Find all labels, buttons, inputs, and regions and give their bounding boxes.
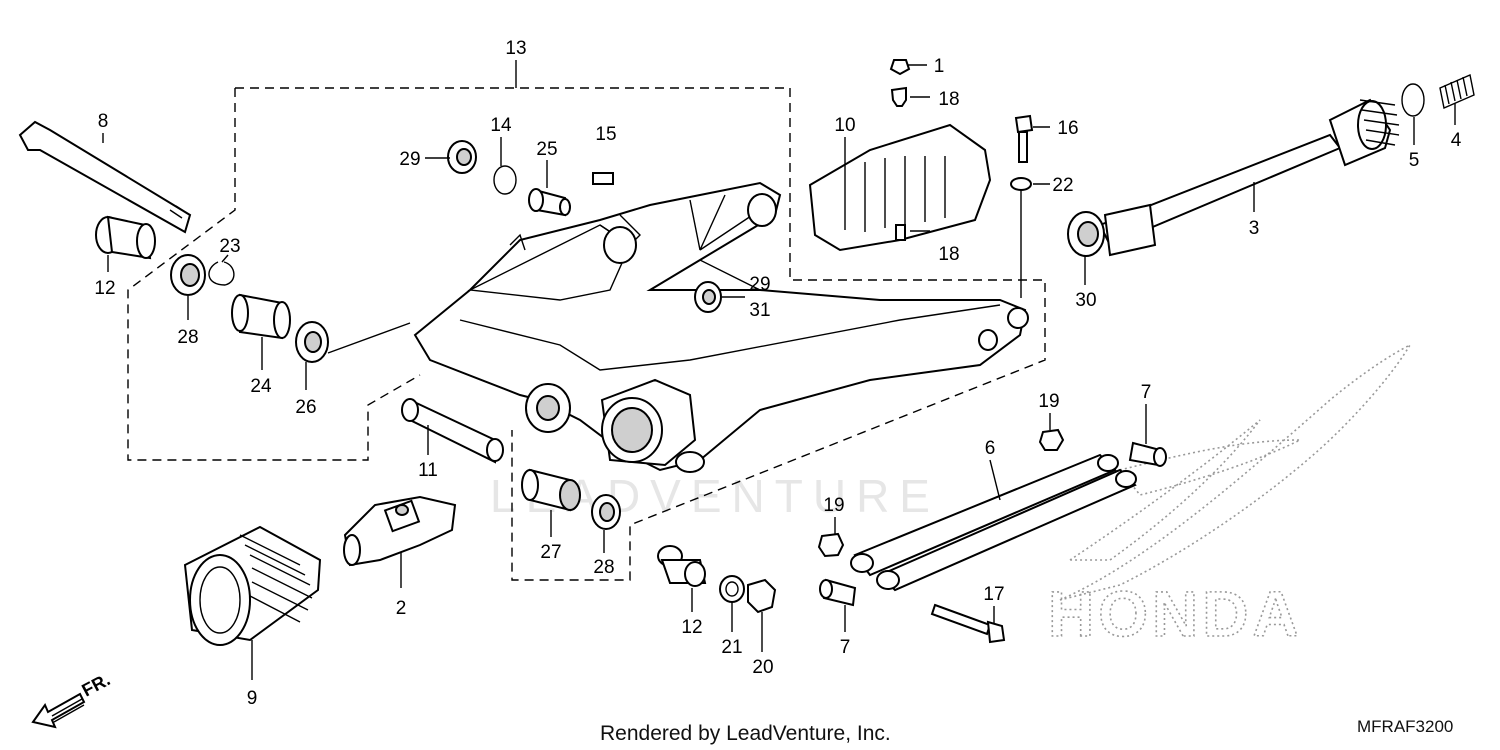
callout-6: 6 (985, 438, 996, 459)
collar-right (657, 545, 707, 587)
callout-30: 30 (1075, 290, 1096, 311)
callout-7-upper: 7 (1141, 382, 1152, 403)
honda-logo-text: HONDA (1048, 578, 1303, 650)
swingarm-guard (808, 123, 992, 252)
washer-22 (1010, 177, 1032, 191)
nut-20 (747, 578, 777, 614)
needle-bearing (231, 293, 291, 340)
callout-16: 16 (1057, 118, 1078, 139)
callout-8: 8 (98, 111, 109, 132)
oil-seal-top (447, 140, 477, 174)
diagram-code: MFRAF3200 (1357, 717, 1453, 736)
bolt-upper (890, 86, 907, 107)
circlip-shaft (1401, 83, 1425, 117)
callout-13: 13 (505, 38, 526, 59)
callout-9: 9 (247, 688, 258, 709)
callout-15: 15 (595, 124, 616, 145)
callout-28-right: 28 (593, 557, 614, 578)
key (592, 172, 614, 185)
nut-small (889, 59, 911, 76)
dust-seal-right (591, 494, 621, 530)
callout-24: 24 (250, 376, 272, 397)
callout-4: 4 (1451, 130, 1462, 151)
callout-19-lower: 19 (823, 495, 844, 516)
universal-joint (343, 495, 457, 567)
circlip (208, 261, 235, 286)
callout-18-top: 18 (938, 89, 959, 110)
callout-14: 14 (490, 115, 512, 136)
callout-11: 11 (418, 460, 438, 481)
leader-lines (102, 64, 1456, 680)
callout-17: 17 (983, 584, 1004, 605)
callout-23: 23 (219, 236, 240, 257)
callout-2: 2 (396, 598, 407, 619)
drive-shaft (1098, 98, 1400, 257)
footer-credit: Rendered by LeadVenture, Inc. (600, 722, 891, 745)
callout-27: 27 (540, 542, 561, 563)
torque-link (850, 453, 1137, 592)
callout-12: 12 (94, 278, 115, 299)
callout-26: 26 (295, 397, 316, 418)
callout-22: 22 (1052, 175, 1073, 196)
bushing-upper (1128, 441, 1167, 467)
pivot-collar (401, 398, 504, 464)
honda-wing-logo (1059, 343, 1413, 601)
swingarm-assembly-outline (127, 60, 1046, 581)
pivot-bolt (18, 120, 192, 234)
oil-seal-shaft (1067, 211, 1105, 257)
ball-bearing-left (295, 321, 329, 363)
callout-20: 20 (752, 657, 773, 678)
oil-seal-mid (694, 281, 722, 313)
front-direction-arrow (31, 692, 86, 729)
spring (1439, 74, 1475, 109)
callout-5: 5 (1409, 150, 1420, 171)
rubber-boot (183, 525, 322, 646)
callout-7-lower: 7 (840, 637, 851, 658)
callout-28: 28 (177, 327, 198, 348)
callout-31: 31 (749, 300, 770, 321)
nut-19-lower (817, 532, 845, 558)
callout-1: 1 (934, 56, 945, 77)
snap-ring (493, 165, 517, 195)
callout-labels: 13 8 12 23 28 24 26 29 14 25 15 29 31 10… (94, 38, 1461, 709)
callout-18-bottom: 18 (938, 244, 959, 265)
bolt-16 (1014, 114, 1034, 163)
nut-19-upper (1038, 428, 1065, 451)
callout-19-upper: 19 (1038, 391, 1059, 412)
bushing-lower (819, 578, 857, 607)
callout-29-top: 29 (399, 149, 420, 170)
washer-21 (719, 575, 745, 603)
bolt-17 (930, 603, 1006, 644)
bolt-lower (895, 224, 906, 241)
swingarm-body (413, 181, 1029, 473)
callout-29-mid: 29 (749, 274, 770, 295)
needle-bearing-right (521, 468, 581, 512)
dust-seal-left (170, 254, 206, 296)
callout-25: 25 (536, 139, 557, 160)
callout-12-right: 12 (681, 617, 702, 638)
front-direction-label: FR. (78, 669, 113, 700)
callout-3: 3 (1249, 218, 1260, 239)
distance-collar (528, 188, 571, 217)
callout-10: 10 (834, 115, 855, 136)
callout-21: 21 (721, 637, 742, 658)
collar-left (95, 215, 156, 260)
